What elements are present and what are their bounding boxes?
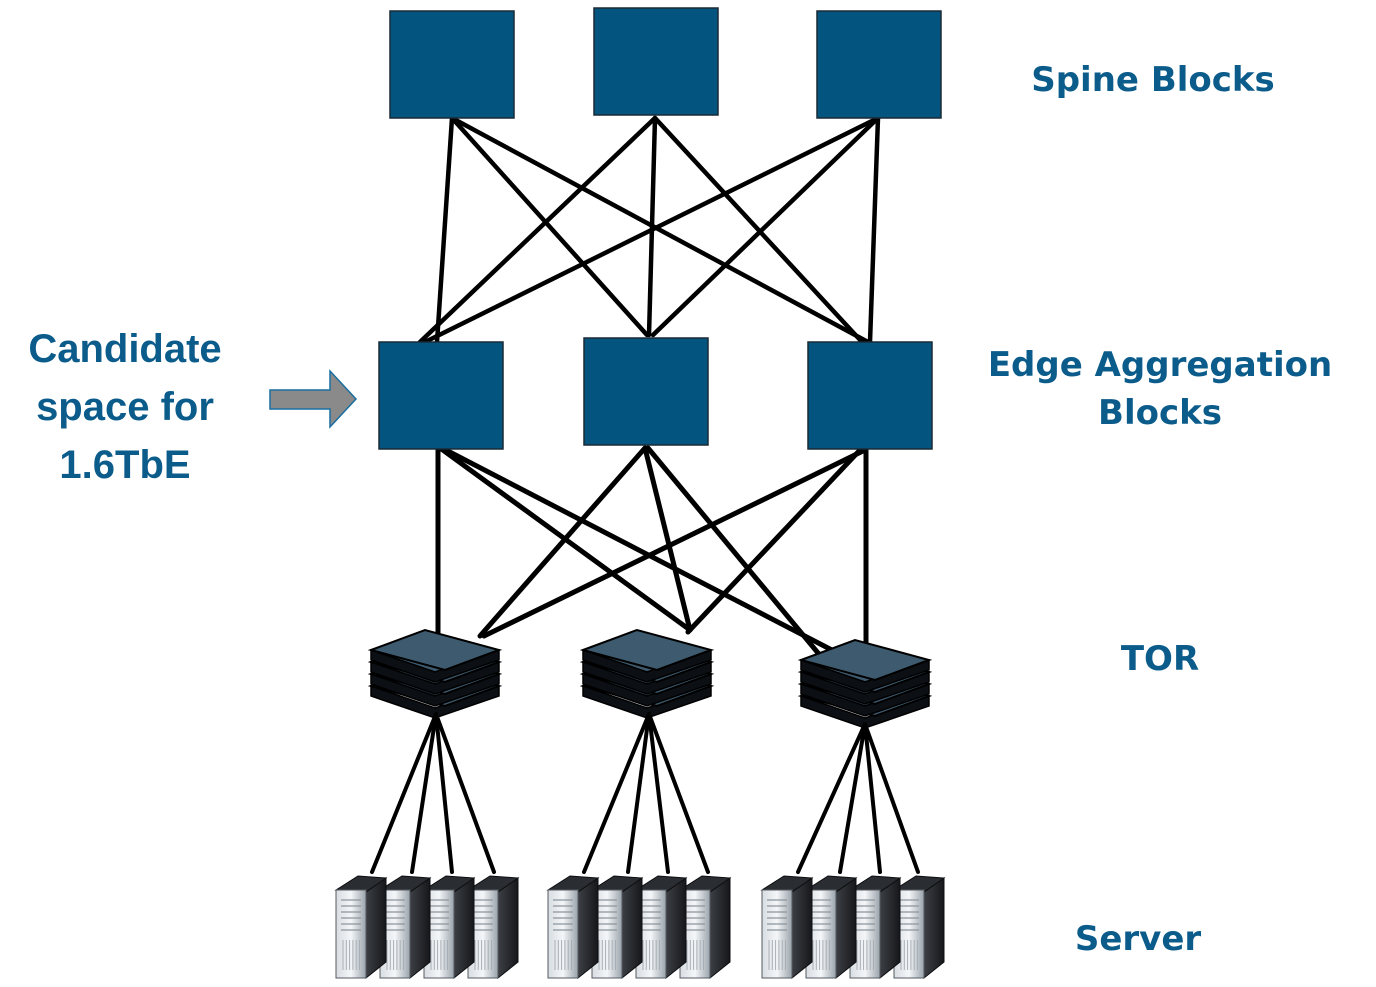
link-spine2-edge2: [646, 115, 658, 338]
server-tower-icon: [634, 875, 688, 980]
link-spine3-edge2: [650, 115, 881, 338]
candidate-label-line3: 1.6TbE: [59, 443, 190, 487]
edge-label-line2: Blocks: [1098, 393, 1222, 433]
server-tower-icon: [546, 875, 600, 980]
stacked-switch-icon: [367, 628, 503, 719]
link-tor-server: [863, 722, 882, 874]
link-tor-server: [370, 712, 438, 874]
link-tor-server: [626, 712, 651, 874]
link-tor-server: [434, 712, 496, 874]
link-tor-server: [838, 722, 867, 874]
spine-block-1: [389, 10, 515, 119]
server-tower-icon: [848, 875, 902, 980]
link-spine3-edge3: [867, 115, 881, 345]
tor-server-links: [370, 712, 920, 874]
link-tor-server: [410, 712, 438, 874]
edge-block-3: [807, 341, 933, 450]
stacked-switch-icon: [579, 628, 715, 719]
candidate-label-line2: space for: [36, 385, 214, 429]
spine-blocks: [389, 7, 942, 119]
spine-block-2: [593, 7, 719, 116]
server-tower-icon: [378, 875, 432, 980]
spine-block-3: [816, 10, 942, 119]
spine-label: Spine Blocks: [1031, 60, 1275, 100]
edge-aggregation-blocks: [378, 337, 933, 450]
candidate-label-line1: Candidate: [28, 327, 221, 371]
link-tor-server: [582, 712, 651, 874]
link-spine2-edge1: [417, 115, 658, 345]
server-tower-icon: [678, 875, 732, 980]
edge-label-line1: Edge Aggregation: [988, 345, 1332, 385]
link-tor-server: [647, 712, 670, 874]
link-tor-server: [863, 722, 920, 874]
server-tower-icon: [590, 875, 644, 980]
edge-block-1: [378, 341, 504, 450]
link-edge2-tor2: [642, 445, 693, 633]
link-edge3-tor2: [685, 447, 863, 635]
link-tor-server: [796, 722, 867, 874]
server-tower-icon: [892, 875, 946, 980]
server-tower-icon: [804, 875, 858, 980]
edge-tor-links: [435, 445, 869, 703]
server-tower-icon: [334, 875, 388, 980]
link-edge2-tor1: [477, 445, 648, 639]
link-spine1-edge2: [449, 115, 650, 338]
server-tower-icon: [422, 875, 476, 980]
server-label: Server: [1075, 919, 1202, 959]
servers: [334, 875, 946, 980]
stacked-switch-icon: [797, 638, 933, 729]
server-tower-icon: [466, 875, 520, 980]
link-tor-server: [647, 712, 710, 874]
spine-edge-links: [417, 115, 881, 345]
tor-label: TOR: [1121, 639, 1199, 679]
server-tower-icon: [760, 875, 814, 980]
right-arrow-icon: [269, 369, 358, 429]
link-tor-server: [434, 712, 454, 874]
edge-block-2: [583, 337, 709, 446]
link-edge3-tor1: [481, 447, 868, 639]
link-spine3-edge1: [422, 115, 881, 345]
link-spine2-edge3: [652, 115, 865, 345]
link-spine1-edge3: [449, 115, 871, 345]
tor-switches: [367, 628, 933, 729]
link-spine1-edge1: [434, 115, 455, 345]
